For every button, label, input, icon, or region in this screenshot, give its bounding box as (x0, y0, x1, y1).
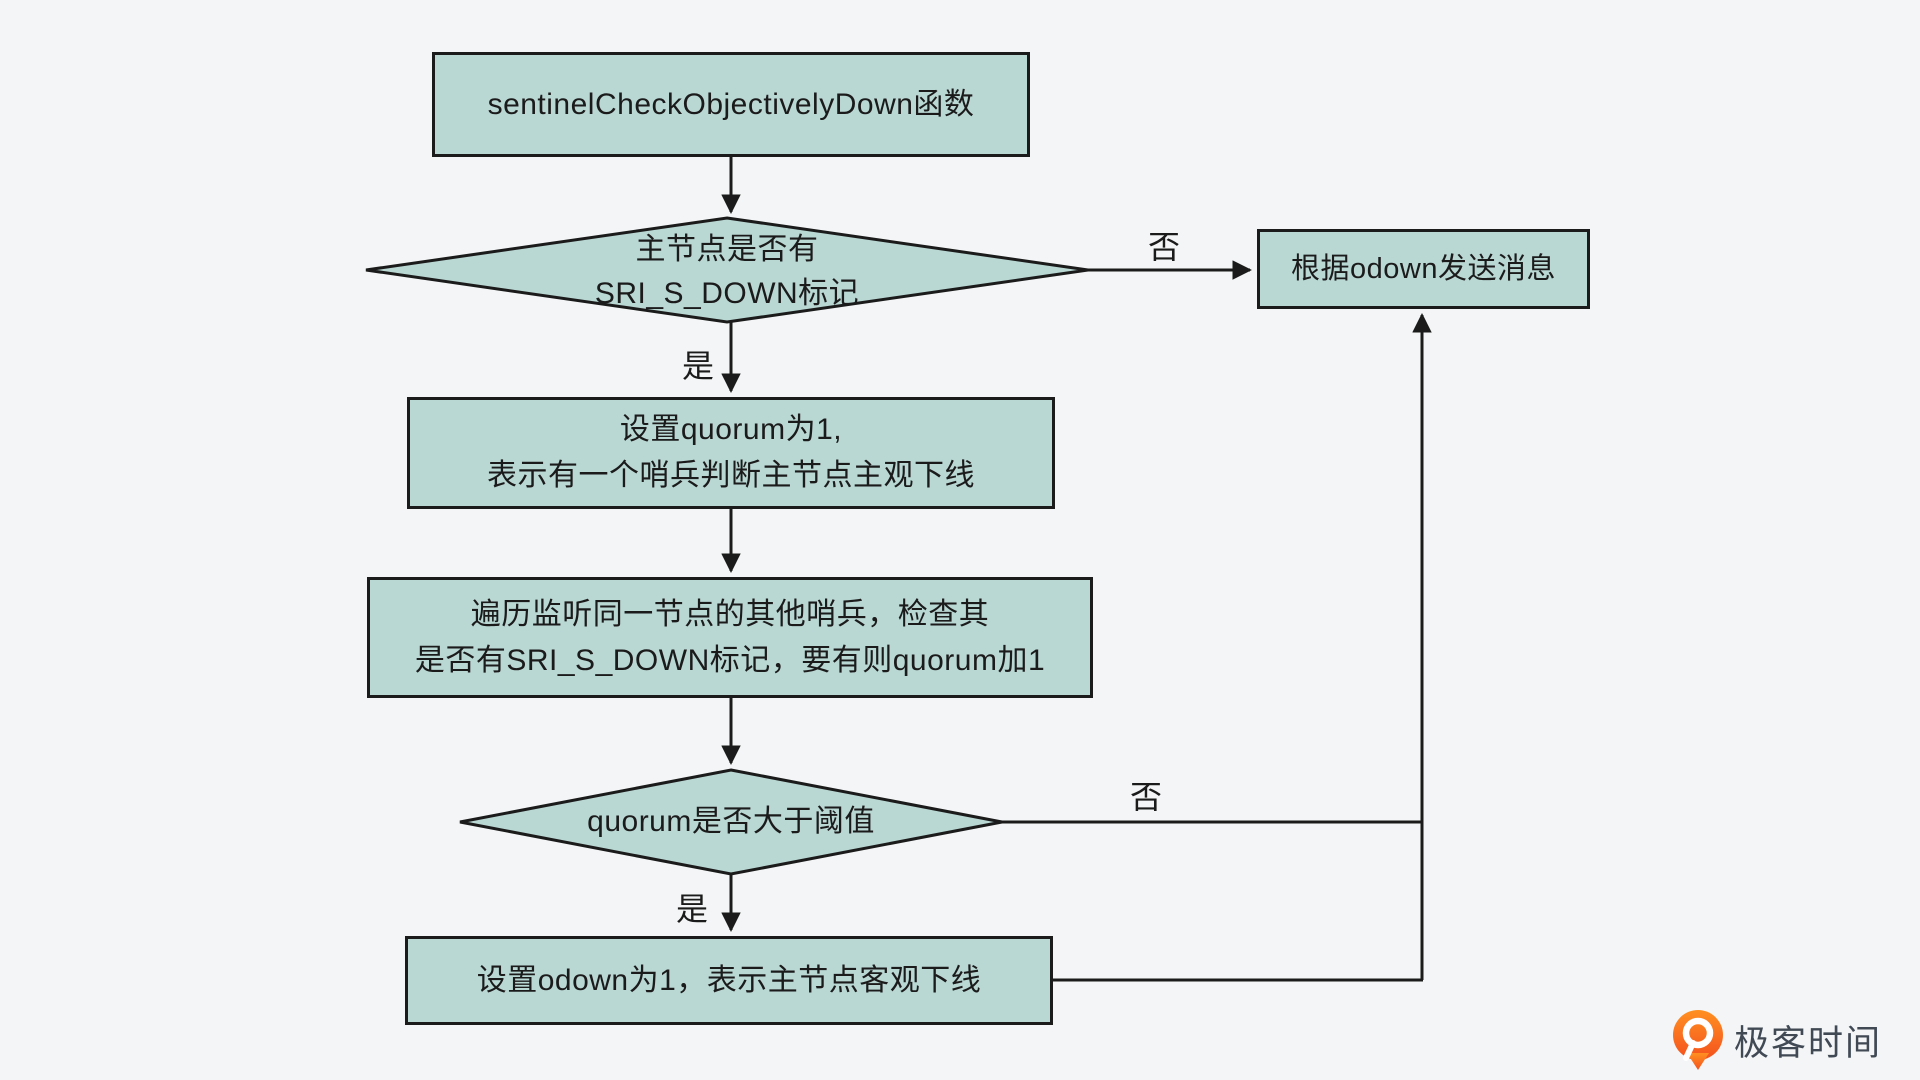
decision-quorum-text: quorum是否大于阈值 (587, 805, 875, 838)
decision-quorum-label: quorum是否大于阈值 (531, 800, 931, 844)
decision-sdown-line2: SRI_S_DOWN标记 (594, 277, 860, 310)
decision-sdown-label: 主节点是否有 SRI_S_DOWN标记 (527, 226, 927, 318)
set-quorum-node: 设置quorum为1, 表示有一个哨兵判断主节点主观下线 (407, 397, 1055, 509)
decision-quorum-diamond (459, 768, 1003, 876)
iterate-sentinels-line2: 是否有SRI_S_DOWN标记，要有则quorum加1 (414, 643, 1046, 677)
set-odown-node: 设置odown为1，表示主节点客观下线 (405, 936, 1053, 1025)
geektime-pin-icon (1673, 1010, 1723, 1070)
edge-label-no-2: 否 (1130, 779, 1164, 815)
edge-label-yes-2: 是 (676, 891, 710, 927)
edge-label-yes-1: 是 (682, 348, 716, 384)
set-quorum-line1: 设置quorum为1, (619, 413, 843, 446)
start-node: sentinelCheckObjectivelyDown函数 (432, 52, 1030, 157)
decision-sdown-diamond (365, 216, 1089, 324)
decision-sdown-line1: 主节点是否有 (635, 233, 819, 266)
start-node-label: sentinelCheckObjectivelyDown函数 (487, 87, 975, 121)
iterate-sentinels-node: 遍历监听同一节点的其他哨兵，检查其 是否有SRI_S_DOWN标记，要有则quo… (367, 577, 1093, 698)
send-odown-message-label: 根据odown发送消息 (1291, 253, 1556, 285)
iterate-sentinels-line1: 遍历监听同一节点的其他哨兵，检查其 (470, 597, 990, 631)
geektime-logo: 极客时间 (1672, 1008, 1882, 1072)
set-odown-label: 设置odown为1，表示主节点客观下线 (476, 963, 982, 997)
set-quorum-line2: 表示有一个哨兵判断主节点主观下线 (487, 459, 975, 492)
edge-label-no-1: 否 (1148, 229, 1182, 265)
send-odown-message-node: 根据odown发送消息 (1257, 229, 1590, 309)
geektime-logo-text: 极客时间 (1734, 1023, 1883, 1063)
